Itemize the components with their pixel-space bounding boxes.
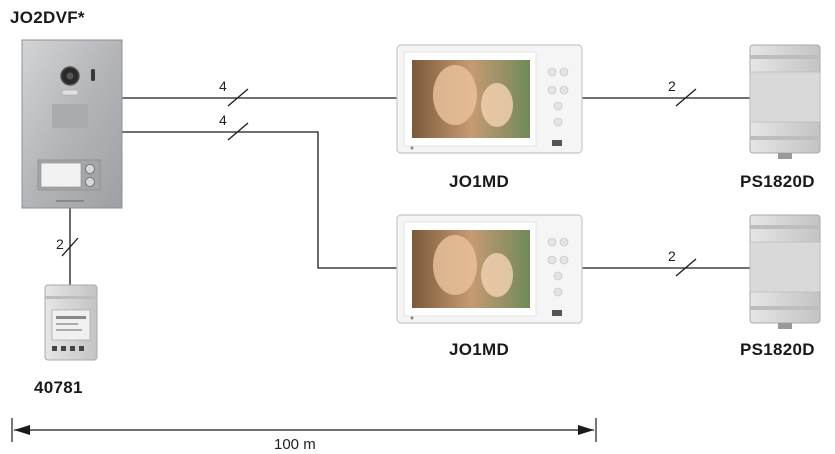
psu-top-label: PS1820D	[740, 172, 815, 191]
wire-count-monitor-bottom-psu: 2	[668, 248, 676, 264]
call-button-icon	[85, 177, 95, 187]
call-button-icon	[85, 164, 95, 174]
wire-count-monitor-top-psu: 2	[668, 78, 676, 94]
psu-door-device	[44, 284, 98, 361]
wire-count-slash	[227, 88, 249, 107]
monitor-controls	[547, 237, 569, 297]
speaker-grille-icon	[52, 104, 88, 128]
door-station-panel	[21, 39, 123, 209]
wires	[61, 88, 750, 285]
wire-door-to-monitor-bottom	[122, 131, 397, 269]
monitor-bottom-device	[396, 214, 583, 324]
psu-door-label: 40781	[34, 378, 83, 397]
door-station-label: JO2DVF*	[10, 8, 85, 27]
psu-top-device	[749, 44, 821, 159]
wire-count-slash	[227, 122, 249, 141]
wire-count-door-monitor-bottom: 4	[219, 112, 227, 128]
distance-dimension	[11, 418, 597, 442]
monitor-top-label: JO1MD	[449, 172, 510, 191]
monitor-bottom-label: JO1MD	[449, 340, 510, 359]
monitor-controls	[547, 67, 569, 127]
distance-label: 100 m	[274, 436, 316, 453]
arrow-left-icon	[14, 425, 30, 435]
wire-count-slash	[61, 237, 79, 257]
psu-bottom-label: PS1820D	[740, 340, 815, 359]
wire-count-slash	[675, 88, 697, 107]
wire-count-door-psu: 2	[56, 236, 64, 252]
psu-bottom-device	[749, 214, 821, 329]
wire-count-door-monitor-top: 4	[219, 78, 227, 94]
wire-count-slash	[675, 258, 697, 277]
arrow-right-icon	[578, 425, 594, 435]
monitor-top-device	[396, 44, 583, 154]
